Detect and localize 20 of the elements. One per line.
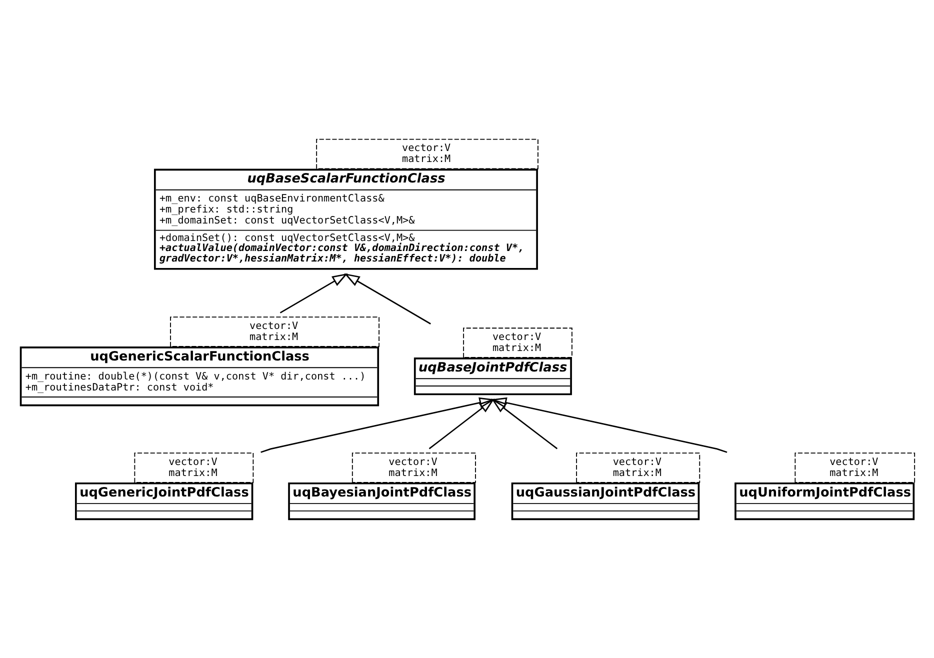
node-label: matrix:M — [830, 467, 878, 478]
node-label: matrix:M — [168, 467, 218, 478]
arrow — [428, 398, 495, 449]
node-label: vector:V — [830, 456, 878, 468]
node-label: vector:V — [250, 320, 298, 332]
node-label: matrix:M — [250, 331, 298, 342]
arrow — [491, 398, 558, 449]
node-label: vector:V — [402, 142, 451, 154]
arrow — [490, 396, 728, 452]
arrow — [260, 396, 495, 452]
node-label: vector:V — [168, 456, 218, 468]
node-label: matrix:M — [402, 154, 451, 165]
arrow — [344, 272, 431, 324]
node-label: vector:V — [492, 331, 542, 342]
node-label: vector:V — [612, 456, 662, 468]
node-label: vector:V — [388, 456, 438, 468]
arrow — [280, 272, 348, 313]
node-label: matrix:M — [388, 467, 438, 478]
node-label: matrix:M — [612, 467, 662, 478]
node-label: matrix:M — [492, 342, 542, 354]
